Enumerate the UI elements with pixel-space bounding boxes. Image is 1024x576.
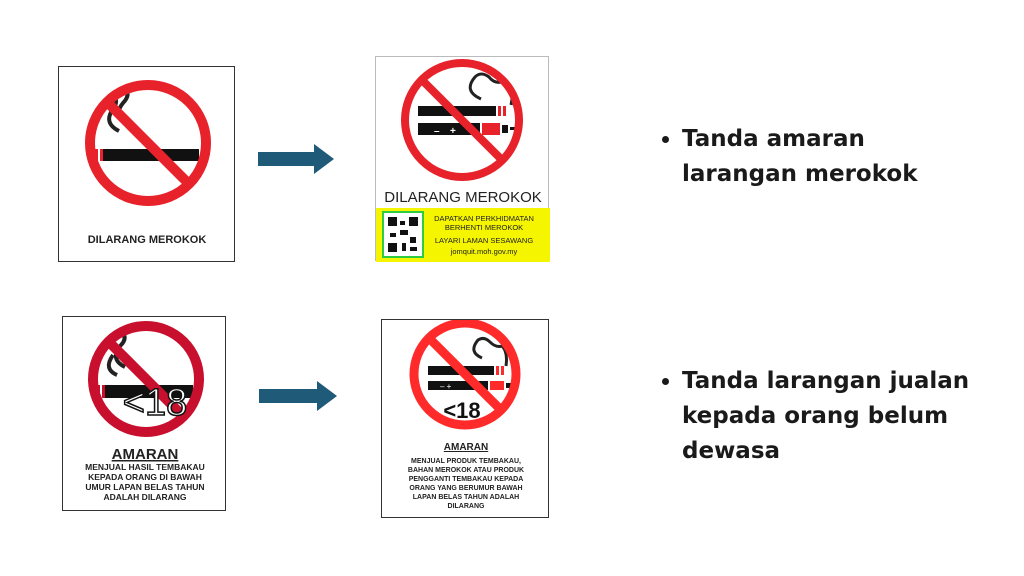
warning-title: AMARAN [444, 442, 488, 453]
warning-line: UMUR LAPAN BELAS TAHUN [85, 482, 204, 492]
warning-line: ORANG YANG BERUMUR BAWAH [409, 485, 522, 492]
warning-line: BAHAN MEROKOK ATAU PRODUK [408, 467, 524, 474]
sign-caption: DILARANG MEROKOK [384, 189, 542, 206]
age-label: <18 [123, 382, 187, 424]
svg-text:+: + [450, 126, 456, 137]
new-underage-sign: – + <18 AMARAN MENJUAL PRODUK TEMBAKAU, … [381, 319, 549, 518]
bullet-line: larangan merokok [682, 161, 918, 187]
bullet-item: Tanda amaran larangan merokok [682, 122, 918, 192]
info-line-3: LAYARI LAMAN SESAWANG [435, 236, 534, 245]
new-no-smoking-sign: – + DILARANG MEROKOK DAPATKAN PERKHIDMAT… [375, 56, 550, 262]
arrow-right-icon [259, 381, 337, 411]
arrow-right-icon [258, 144, 334, 174]
no-smoking-vape-under-18-icon: – + <18 AMARAN MENJUAL PRODUK TEMBAKAU, … [408, 320, 524, 510]
age-label: <18 [443, 398, 480, 423]
no-smoking-icon: DILARANG MEROKOK [85, 80, 211, 246]
old-underage-sign: <18 AMARAN MENJUAL HASIL TEMBAKAU KEPADA… [62, 316, 226, 511]
bullet-underage-sale: Tanda larangan jualan kepada orang belum… [660, 364, 969, 469]
bullet-line: Tanda larangan jualan [682, 368, 970, 394]
no-smoking-under-18-icon: <18 AMARAN MENJUAL HASIL TEMBAKAU KEPADA… [85, 321, 205, 502]
warning-line: KEPADA ORANG DI BAWAH [88, 472, 202, 482]
warning-line: DILARANG [448, 503, 485, 510]
bullet-line: Tanda amaran [682, 126, 865, 152]
website-link[interactable]: jomquit.moh.gov.my [450, 247, 518, 256]
warning-line: MENJUAL PRODUK TEMBAKAU, [411, 458, 521, 465]
bullet-no-smoking: Tanda amaran larangan merokok [660, 122, 918, 192]
warning-line: MENJUAL HASIL TEMBAKAU [85, 462, 205, 472]
no-smoking-vape-icon: – + DILARANG MEROKOK DAPATKAN PERKHIDMAT… [376, 59, 550, 262]
warning-line: LAPAN BELAS TAHUN ADALAH [413, 494, 519, 501]
bullet-item: Tanda larangan jualan kepada orang belum… [682, 364, 969, 469]
old-no-smoking-sign: DILARANG MEROKOK [58, 66, 235, 262]
warning-line: PENGGANTI TEMBAKAU KEPADA [409, 476, 524, 483]
bullet-line: dewasa [682, 438, 781, 464]
svg-text:– +: – + [440, 382, 452, 391]
info-line-2: BERHENTI MEROKOK [445, 223, 523, 232]
svg-text:–: – [434, 126, 440, 137]
sign-caption: DILARANG MEROKOK [88, 234, 207, 246]
info-line-1: DAPATKAN PERKHIDMATAN [434, 214, 534, 223]
warning-line: ADALAH DILARANG [103, 492, 186, 502]
bullet-line: kepada orang belum [682, 403, 949, 429]
warning-title: AMARAN [112, 446, 179, 463]
